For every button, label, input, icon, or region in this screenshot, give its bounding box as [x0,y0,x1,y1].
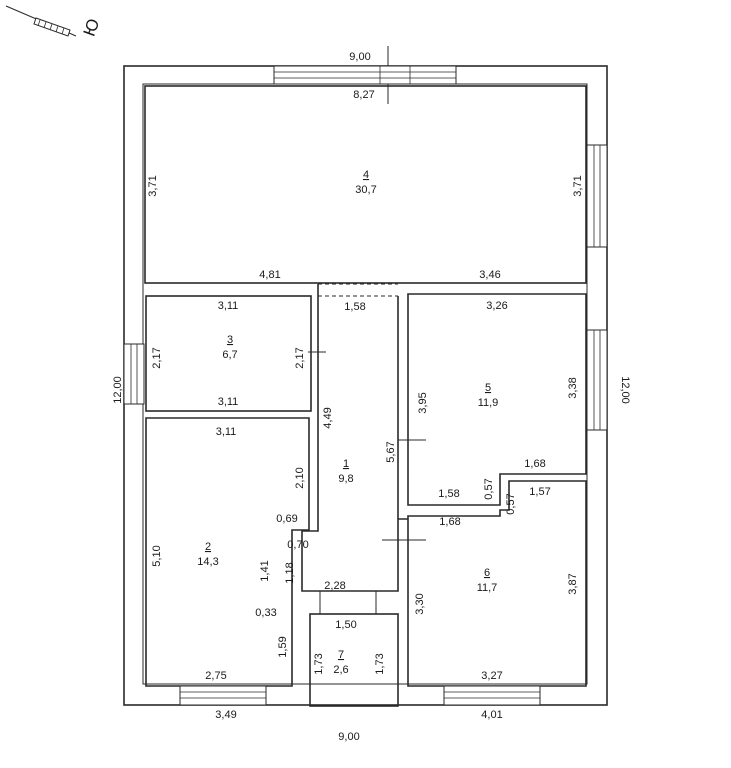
dim-r5-top: 3,26 [486,300,507,312]
svg-text:3: 3 [227,334,233,346]
window-bottom-right [443,685,541,706]
dim-r3-bottom: 3,11 [218,396,239,408]
svg-text:6: 6 [484,567,490,579]
dim-r2-right-mid: 1,41 [259,560,271,581]
dim-r5-bottom: 1,58 [438,488,459,500]
room-label-7: 7 2,6 [333,649,348,676]
dim-r2-top: 3,11 [216,426,237,438]
dim-hall-notch: 0,70 [287,539,308,551]
dim-r5-step-v: 0,57 [483,478,495,499]
window-right-lower [586,329,608,431]
dim-overall-left: 12,00 [112,376,124,404]
window-left [123,343,145,405]
dim-r6-step-top: 1,57 [529,486,550,498]
svg-text:2,6: 2,6 [333,664,348,676]
svg-text:6,7: 6,7 [222,349,237,361]
outer-wall [123,65,608,706]
dim-r5-right: 3,38 [567,377,579,398]
dim-top-inner: 8,27 [353,89,374,101]
dim-r2-bottom: 2,75 [205,670,226,682]
dim-overall-top: 9,00 [349,51,370,63]
dim-r7-left: 1,73 [313,653,325,674]
dim-r2-left: 5,10 [151,545,163,566]
dim-r4-bottom-left: 4,81 [259,269,280,281]
dim-r2-right-low: 1,59 [277,636,289,657]
dim-r3-top: 3,11 [218,300,239,312]
room-1-outline [301,284,408,592]
window-right-upper [586,144,608,248]
dim-r4-bottom-right: 3,46 [479,269,500,281]
dim-r6-right: 3,87 [567,573,579,594]
dim-bottom-left-ext: 3,49 [215,709,236,721]
room-label-3: 3 6,7 [222,334,237,361]
dim-overall-bottom: 9,00 [338,731,359,743]
room-label-2: 2 14,3 [197,541,218,568]
dim-r7-top: 1,50 [335,619,356,631]
svg-text:2: 2 [205,541,211,553]
dim-r5-left: 3,95 [417,392,429,413]
north-arrow-icon: Ю [5,5,104,39]
dim-r2-notch2: 0,33 [255,607,276,619]
dim-r4-left: 3,71 [147,175,159,196]
svg-text:7: 7 [338,649,344,661]
svg-text:30,7: 30,7 [355,184,376,196]
dim-r5-step-top: 1,68 [524,458,545,470]
svg-text:5: 5 [485,382,491,394]
dim-hall-left: 4,49 [322,407,334,428]
north-letter: Ю [80,16,104,39]
dim-r6-top: 1,68 [439,516,460,528]
dim-r2-notch1: 0,69 [276,513,297,525]
room-3-outline [145,295,312,412]
dim-r6-bottom: 3,27 [481,670,502,682]
svg-text:11,9: 11,9 [478,397,499,409]
dim-hall-bottom: 2,28 [324,580,345,592]
dim-overall-right: 12,00 [619,376,631,404]
svg-text:9,8: 9,8 [338,473,353,485]
dim-hall-left-low: 1,18 [284,562,296,583]
room-label-1: 1 9,8 [338,458,353,485]
dim-hall-right: 5,67 [385,441,397,462]
room-4-outline [144,85,587,284]
dim-r6-left: 3,30 [414,593,426,614]
room-label-6: 6 11,7 [477,567,498,594]
svg-text:4: 4 [363,169,369,181]
svg-text:1: 1 [343,458,349,470]
dim-bottom-right-ext: 4,01 [481,709,502,721]
room-7-outline [309,613,399,707]
svg-text:11,7: 11,7 [477,582,498,594]
dim-r3-right: 2,17 [294,347,306,368]
window-top [273,65,457,85]
dim-r2-right-upper: 2,10 [294,467,306,488]
dim-r6-step-v: 0,57 [505,493,517,514]
dim-r7-right: 1,73 [374,653,386,674]
svg-text:14,3: 14,3 [197,556,218,568]
window-bottom-left [179,685,267,706]
room-label-5: 5 11,9 [478,382,499,409]
dim-r3-left: 2,17 [151,347,163,368]
dim-hall-top: 1,58 [344,301,365,313]
room-5-outline [407,293,587,506]
room-label-4: 4 30,7 [355,169,376,196]
dim-r4-right: 3,71 [572,175,584,196]
room-2-outline [145,417,310,687]
